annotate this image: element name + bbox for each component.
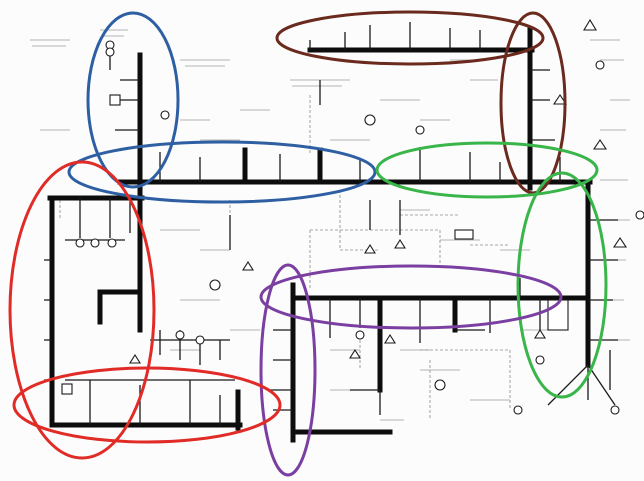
zone-right-vertical [516, 171, 608, 399]
zone-top-right-horizontal [275, 10, 545, 66]
zone-left-vertical [8, 160, 156, 460]
equipment-symbols [61, 18, 644, 415]
zone-top-right-vertical [499, 11, 567, 195]
zone-upper-left-vertical [86, 11, 180, 189]
zone-lower-middle-vertical [259, 263, 317, 477]
zone-bottom-left-horizontal [12, 366, 282, 444]
main-buses [47, 27, 593, 443]
zone-lower-middle-horizontal [259, 264, 563, 330]
zone-highlights [8, 10, 608, 477]
zone-right-horizontal [375, 141, 599, 199]
zone-upper-left-horizontal [67, 140, 377, 204]
